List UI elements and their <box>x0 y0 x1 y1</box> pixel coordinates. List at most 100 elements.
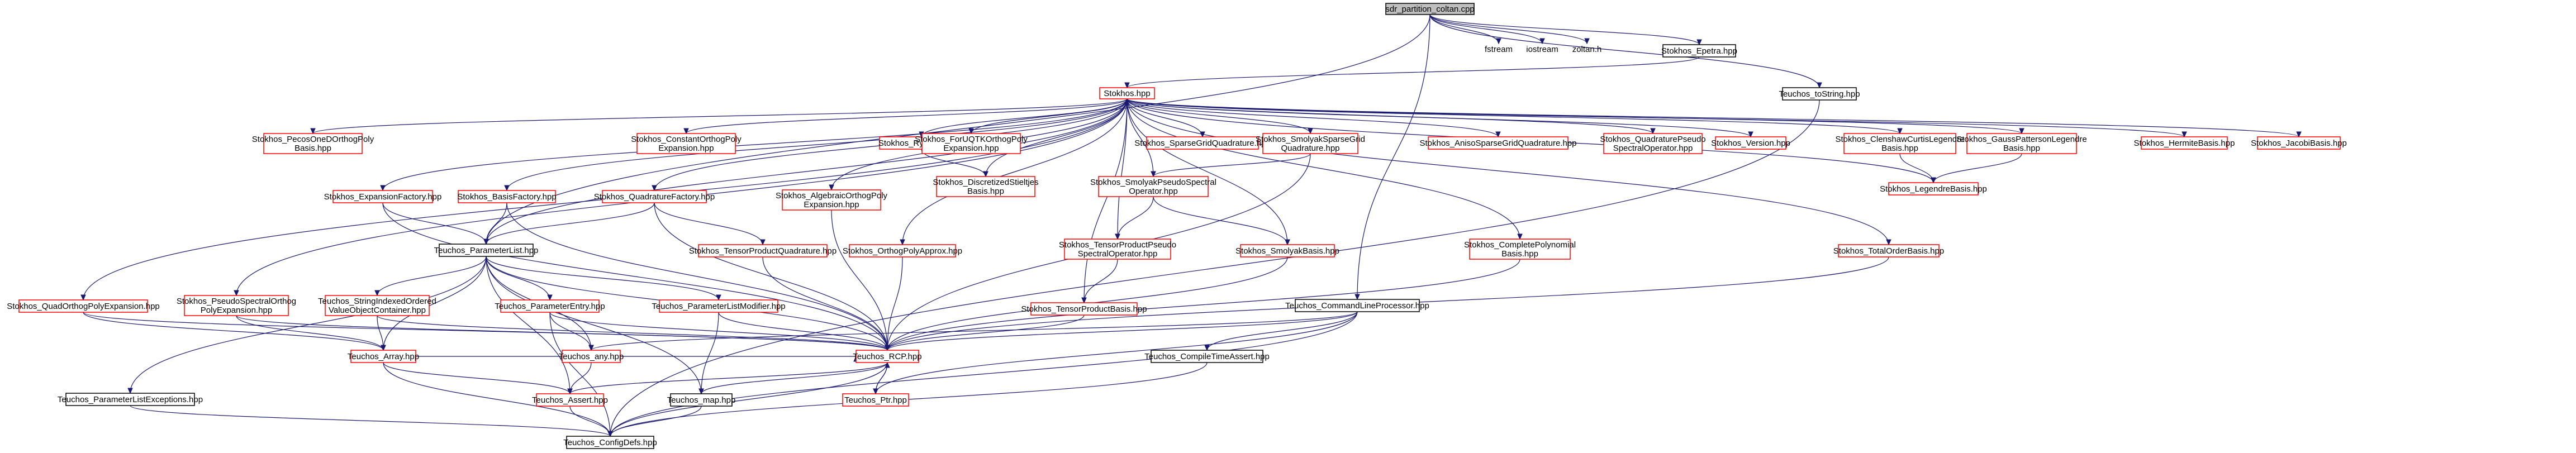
edge-stokhos-to-clenshaw <box>1127 98 1903 135</box>
edge-rcp-to-assert <box>567 362 888 395</box>
node-clp[interactable]: Teuchos_CommandLineProcessor.hpp <box>1285 299 1429 312</box>
node-label: Operator.hpp <box>1129 187 1178 196</box>
node-box <box>2257 136 2341 150</box>
node-label: Stokhos_ForUQTKOrthogPoly <box>915 135 1028 144</box>
edge-stokhos-to-tppseudo <box>1115 98 1128 240</box>
node-box <box>1385 3 1475 15</box>
node-quadfactory[interactable]: Stokhos_QuadratureFactory.hpp <box>594 190 715 203</box>
node-modifier[interactable]: Teuchos_ParameterListModifier.hpp <box>652 299 786 313</box>
node-plexceptions[interactable]: Teuchos_ParameterListExceptions.hpp <box>58 393 203 406</box>
node-stokhos[interactable]: Stokhos.hpp <box>1099 87 1155 99</box>
node-stringindexed[interactable]: Teuchos_StringIndexedOrderedValueObjectC… <box>318 295 436 316</box>
node-tpquad[interactable]: Stokhos_TensorProductQuadrature.hpp <box>689 244 837 258</box>
node-sparsegrid[interactable]: Stokhos_SparseGridQuadrature.hpp <box>1134 136 1271 150</box>
node-box <box>562 350 621 363</box>
node-map[interactable]: Teuchos_map.hpp <box>667 393 736 407</box>
node-box <box>670 393 733 407</box>
node-label: Teuchos_StringIndexedOrdered <box>318 297 436 306</box>
edge-paramlist-to-modifier <box>486 256 721 301</box>
node-label: Stokhos_ExpansionFactory.hpp <box>324 192 442 202</box>
node-expfactory[interactable]: Stokhos_ExpansionFactory.hpp <box>324 190 442 203</box>
node-tppseudo[interactable]: Stokhos_TensorProductPseudoSpectralOpera… <box>1059 239 1176 260</box>
edge-array-to-rcp <box>415 355 859 362</box>
node-label: Stokhos_PecosOneDOrthogPoly <box>252 135 374 144</box>
node-label: Stokhos_QuadOrthogPolyExpansion.hpp <box>7 302 160 311</box>
node-quadorthog[interactable]: Stokhos_QuadOrthogPolyExpansion.hpp <box>7 299 160 313</box>
node-box <box>782 189 881 211</box>
node-box <box>921 133 1021 154</box>
node-label: Teuchos_map.hpp <box>667 395 736 405</box>
edge-stokhos-to-constant <box>683 98 1128 135</box>
node-box <box>1782 87 1857 101</box>
edge-ptr-to-rcp <box>875 361 890 394</box>
node-box <box>1469 239 1571 260</box>
node-label: iostream <box>1526 45 1558 54</box>
edge-epetra-to-stokhos <box>1124 56 1700 89</box>
edge-root-to-epetra <box>1429 14 1702 46</box>
node-label: Stokhos_LegendreBasis.hpp <box>1880 184 1987 194</box>
node-label: Expansion.hpp <box>943 144 999 153</box>
node-anisosgq[interactable]: Stokhos_AnisoSparseGridQuadrature.hpp <box>1419 136 1577 150</box>
edge-smolpseudo-to-smolyakbasis <box>1153 196 1290 246</box>
node-label: Stokhos_PseudoSpectralOrthog <box>177 297 296 306</box>
node-box <box>1098 176 1209 197</box>
node-paramentry[interactable]: Teuchos_ParameterEntry.hpp <box>495 299 605 313</box>
node-totalorder[interactable]: Stokhos_TotalOrderBasis.hpp <box>1833 244 1944 258</box>
edge-root-to-tostring <box>1429 14 1822 89</box>
node-box <box>18 299 148 313</box>
node-label: SpectralOperator.hpp <box>1613 144 1693 153</box>
edge-stokhos-to-jacobi <box>1127 98 2302 138</box>
node-assert[interactable]: Teuchos_Assert.hpp <box>532 393 608 407</box>
node-box <box>566 436 654 449</box>
node-hermite[interactable]: Stokhos_HermiteBasis.hpp <box>2134 136 2235 150</box>
node-tpbasis[interactable]: Stokhos_TensorProductBasis.hpp <box>1021 302 1147 316</box>
node-version[interactable]: Stokhos_Version.hpp <box>1711 136 1790 150</box>
node-rcp[interactable]: Teuchos_RCP.hpp <box>853 350 922 363</box>
node-quadpseudo[interactable]: Stokhos_QuadraturePseudoSpectralOperator… <box>1600 133 1706 154</box>
node-ptr[interactable]: Teuchos_Ptr.hpp <box>842 393 909 407</box>
node-label: Stokhos_HermiteBasis.hpp <box>2134 139 2235 148</box>
node-tostring[interactable]: Teuchos_toString.hpp <box>1779 87 1860 101</box>
node-basisfactory[interactable]: Stokhos_BasisFactory.hpp <box>457 190 557 203</box>
node-label: Basis.hpp <box>2003 144 2040 153</box>
node-legendre[interactable]: Stokhos_LegendreBasis.hpp <box>1880 182 1987 195</box>
edge-tppseudo-to-tpbasis <box>1081 259 1118 304</box>
node-compiletime[interactable]: Teuchos_CompileTimeAssert.hpp <box>1144 350 1270 363</box>
node-epetra[interactable]: Stokhos_Epetra.hpp <box>1661 44 1737 58</box>
node-box <box>842 393 909 407</box>
node-label: SpectralOperator.hpp <box>1078 249 1158 259</box>
node-configdefs[interactable]: Teuchos_ConfigDefs.hpp <box>563 436 657 449</box>
node-pseudospectral[interactable]: Stokhos_PseudoSpectralOrthogPolyExpansio… <box>177 295 296 316</box>
node-label: Stokhos_AnisoSparseGridQuadrature.hpp <box>1419 139 1576 148</box>
node-paramlist[interactable]: Teuchos_ParameterList.hpp <box>434 244 539 257</box>
node-jacobi[interactable]: Stokhos_JacobiBasis.hpp <box>2251 136 2347 150</box>
node-box <box>1151 350 1263 363</box>
node-iostream: iostream <box>1526 45 1558 54</box>
node-smolyakbasis[interactable]: Stokhos_SmolyakBasis.hpp <box>1235 244 1339 258</box>
node-box <box>936 176 1035 197</box>
node-label: Teuchos_ParameterList.hpp <box>434 246 539 255</box>
node-label: Stokhos_TensorProductPseudo <box>1059 240 1176 250</box>
node-fstream: fstream <box>1485 45 1513 54</box>
node-smolpseudo[interactable]: Stokhos_SmolyakPseudoSpectralOperator.hp… <box>1090 176 1216 197</box>
node-array[interactable]: Teuchos_Array.hpp <box>348 350 419 363</box>
node-orthogapprox[interactable]: Stokhos_OrthogPolyApprox.hpp <box>843 244 962 258</box>
edge-root-to-iostream <box>1429 14 1545 45</box>
node-label: Stokhos_SmolyakSparseGrid <box>1256 135 1365 144</box>
edge-clp-to-ptr <box>873 311 1358 395</box>
node-box <box>1715 136 1786 150</box>
node-label: Teuchos_Assert.hpp <box>532 395 608 405</box>
edge-quadfactory-to-tpquad <box>654 202 766 246</box>
node-any[interactable]: Teuchos_any.hpp <box>559 350 624 363</box>
node-box <box>1295 299 1420 312</box>
